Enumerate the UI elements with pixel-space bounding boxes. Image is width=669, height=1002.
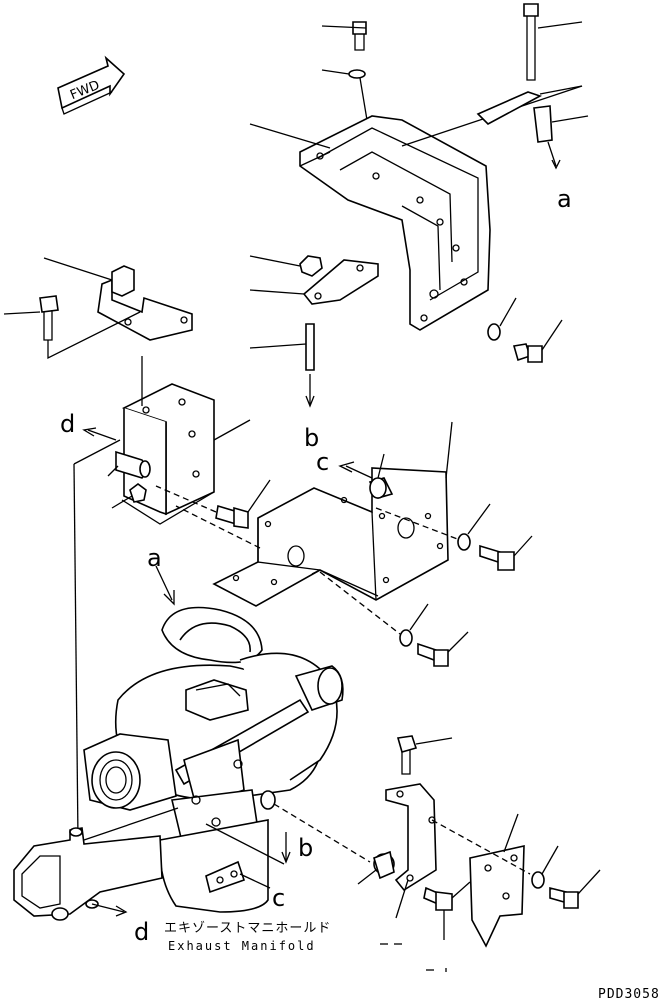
mid-bolt bbox=[155, 479, 271, 529]
label-c-mid: c bbox=[316, 448, 329, 476]
label-d-mid: d bbox=[60, 410, 75, 438]
center-right-bolt bbox=[457, 503, 533, 571]
upper-bracket bbox=[249, 3, 589, 331]
label-c-low: c bbox=[272, 884, 285, 912]
turbocharger bbox=[83, 565, 371, 913]
label-a-mid: a bbox=[147, 544, 162, 572]
label-b-low: b bbox=[298, 834, 313, 862]
center-plate bbox=[175, 421, 461, 635]
drawing-code: PDD3058 bbox=[598, 987, 660, 1002]
lower-center-bolt bbox=[399, 603, 469, 667]
fwd-arrow-icon: FWD bbox=[57, 55, 126, 115]
caption-japanese: エキゾーストマニホールド bbox=[164, 921, 331, 936]
label-d-low: d bbox=[134, 918, 149, 946]
left-bracket-assembly bbox=[3, 257, 251, 841]
upper-washer-bolt bbox=[487, 297, 563, 363]
lower-right-bracket bbox=[357, 735, 601, 972]
stud-bracket bbox=[249, 255, 379, 408]
label-b-mid: b bbox=[304, 424, 319, 452]
exhaust-manifold bbox=[13, 807, 179, 921]
caption-english: Exhaust Manifold bbox=[168, 939, 316, 953]
label-a-top: a bbox=[557, 185, 572, 213]
